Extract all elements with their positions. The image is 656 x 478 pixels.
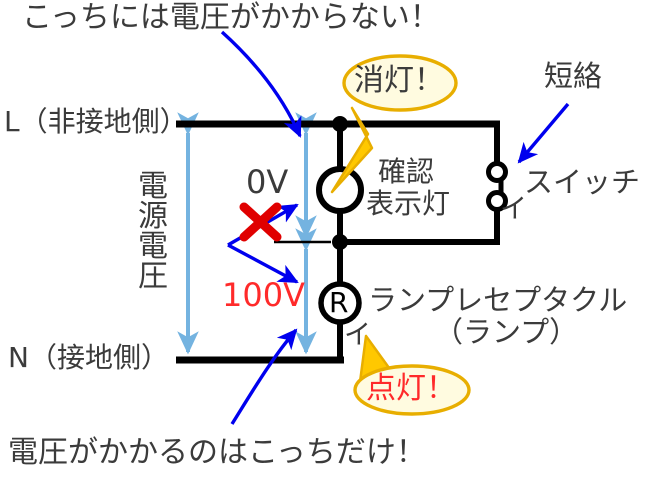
lamp-receptacle-terminal-mark: イ [344, 320, 371, 351]
junction-dot-top [332, 116, 348, 132]
callout-pilot-lamp-off-text: 消灯！ [354, 63, 444, 98]
lamp-receptacle-symbol [318, 281, 362, 325]
switch-label: スイッチ [524, 165, 641, 199]
junction-dot-middle [332, 234, 348, 250]
source-voltage-char-3: 電 [138, 229, 168, 264]
cross-mark [239, 202, 282, 242]
pilot-lamp-voltage-value: 0V [246, 163, 289, 201]
top-note: こっちには電圧がかからない！ [22, 0, 440, 35]
source-voltage-char-2: 源 [138, 199, 168, 234]
lamp-receptacle-label-line1: ランプレセプタクル [368, 283, 628, 317]
top-note-arrow [220, 30, 302, 138]
callout-pilot-lamp-off [330, 54, 458, 194]
short-circuit-label: 短絡 [544, 59, 603, 93]
receptacle-voltage-value: 100V [222, 276, 305, 314]
switch-symbol [486, 161, 508, 212]
pilot-lamp-symbol [316, 166, 364, 214]
short-circuit-arrow [517, 102, 570, 164]
bottom-note: 電圧がかかるのはこっちだけ！ [8, 435, 426, 470]
neutral-line-label: N（接地側） [8, 341, 169, 374]
callout-receptacle-on [353, 334, 471, 416]
callout-receptacle-on-text: 点灯！ [366, 371, 456, 406]
switch-terminal-mark: イ [500, 194, 527, 225]
source-voltage-char-1: 電 [138, 169, 168, 204]
pilot-lamp-label-line1: 確認 [378, 155, 435, 188]
source-voltage-label: 電 源 電 圧 [136, 172, 170, 292]
bottom-note-arrow [230, 328, 298, 425]
live-line-label: L（非接地側） [4, 105, 188, 138]
source-voltage-char-4: 圧 [138, 259, 168, 294]
source-to-receptacle-arrow [227, 243, 299, 284]
lamp-receptacle-symbol-letter: R [329, 286, 349, 319]
lamp-receptacle-label-line2: （ランプ） [434, 315, 579, 349]
switch-return-wire [340, 203, 500, 245]
pilot-lamp-label-line2: 表示灯 [366, 187, 451, 220]
